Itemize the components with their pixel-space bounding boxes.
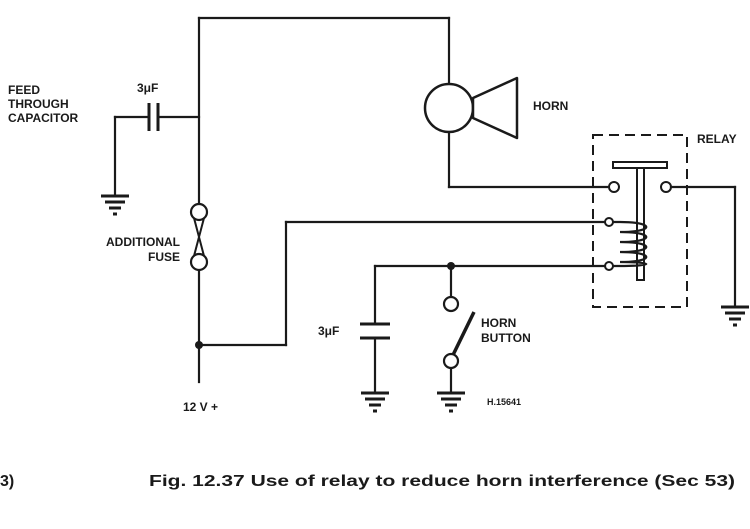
horn-symbol <box>423 76 609 189</box>
drawing-reference-code: H.15641 <box>487 397 521 407</box>
ground-symbol-relay <box>721 305 749 327</box>
caption-fragment: 3) <box>0 473 14 490</box>
suppression-capacitor <box>360 322 390 340</box>
ground-symbol-left <box>361 391 389 413</box>
capacitor-value-label-bottom: 3μF <box>318 324 339 338</box>
additional-fuse-label-line1: ADDITIONAL <box>106 235 180 249</box>
supply-voltage-label: 12 V + <box>183 400 218 414</box>
figure-caption: Fig. 12.37 Use of relay to reduce horn i… <box>149 473 735 490</box>
relay-unit <box>592 134 688 308</box>
capacitor-value-label-top: 3μF <box>137 81 158 95</box>
ground-symbol-right <box>437 391 465 413</box>
feed-through-label-line2: THROUGH <box>8 97 69 111</box>
horn-label: HORN <box>533 99 568 113</box>
horn-button-label-line2: BUTTON <box>481 331 531 345</box>
relay-label: RELAY <box>697 132 737 146</box>
supply-wiring <box>197 16 607 384</box>
supply-junction-dot <box>195 341 203 349</box>
horn-button-wiring <box>373 264 607 394</box>
horn-button-junction-dot <box>447 262 455 270</box>
additional-fuse-label-line2: FUSE <box>148 250 180 264</box>
additional-fuse <box>189 202 209 272</box>
feed-through-label-line1: FEED <box>8 83 40 97</box>
horn-button-label-line1: HORN <box>481 316 516 330</box>
horn-button-switch <box>442 295 476 370</box>
relay-output-wiring <box>669 185 737 308</box>
ground-symbol-capacitor <box>101 194 129 216</box>
feed-through-capacitor <box>113 103 201 197</box>
feed-through-label-line3: CAPACITOR <box>8 111 79 125</box>
